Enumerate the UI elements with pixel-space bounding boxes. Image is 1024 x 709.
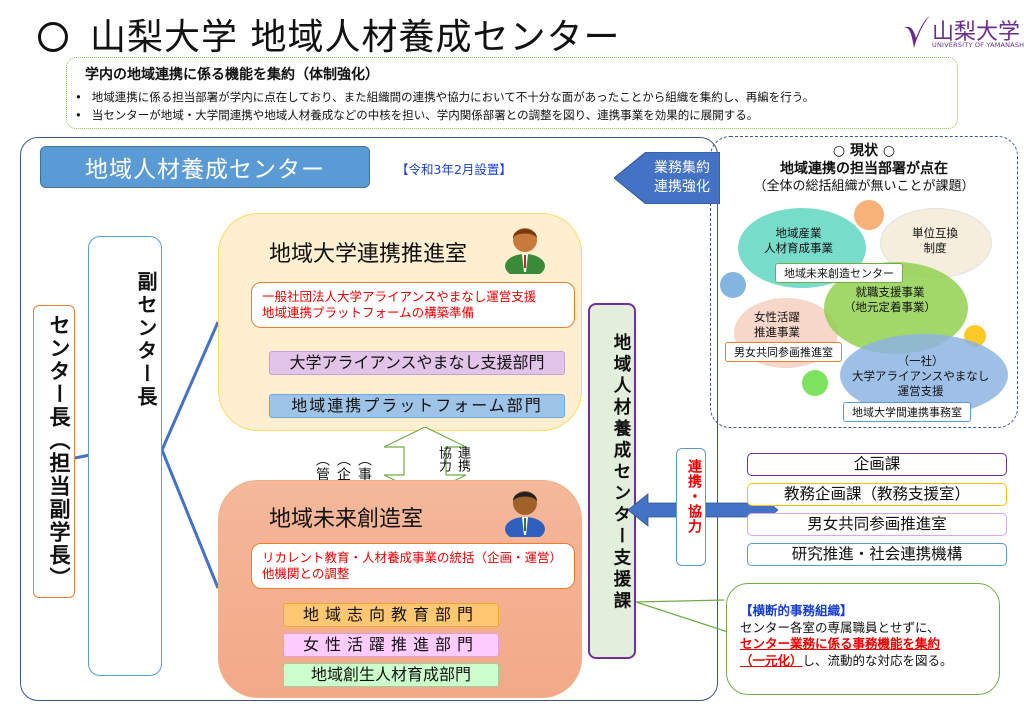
- summary-heading: 学内の地域連携に係る機能を集約（体制強化）: [85, 67, 379, 83]
- center-director-label: センター長（担当副学長）: [47, 314, 71, 590]
- established-date: 【令和3年2月設置】: [396, 162, 512, 177]
- callout-line: センター各室の専属職員とせずに、: [740, 619, 940, 635]
- partner-department: 男女共同参画推進室: [747, 513, 1007, 536]
- support-division-label: 地域人材養成センター支援課: [611, 333, 631, 613]
- status-tag: 男女共同参画推進室: [725, 342, 842, 362]
- status-tag: 地域未来創造センター: [775, 263, 903, 283]
- cooperation-label: 連携・協力: [686, 459, 702, 534]
- department-label: 大学アライアンスやまなし支援部門: [269, 351, 565, 375]
- partner-department: 企画課: [747, 453, 1007, 476]
- status-bubble-label: 就職支援事業（地元定着事業）: [844, 285, 936, 314]
- decorative-dot: [720, 272, 746, 298]
- department-label: 地域志向教育部門: [283, 603, 499, 627]
- status-bubble-label: （一社）大学アライアンスやまなし運営支援: [852, 354, 990, 398]
- room-duties: リカレント教育・人材養成事業の統括（企画・運営） 他機関との調整: [251, 543, 575, 589]
- center-title: 地域人材養成センター: [40, 146, 370, 188]
- callout-highlight: センター業務に係る事務機能を集約: [740, 636, 941, 651]
- cooperation-text: 連携 協力: [436, 446, 470, 472]
- department-label: 地域創生人材育成部門: [283, 663, 499, 687]
- logo-text: 山梨大学: [932, 20, 1021, 45]
- room-title: 地域未来創造室: [269, 507, 424, 532]
- up-down-arrow-icon: [384, 427, 466, 495]
- department-label: 女性活躍推進部門: [283, 633, 499, 657]
- logo-subtitle: UNIVERSITY OF YAMANASHI: [932, 41, 1024, 49]
- status-bubble-label: 単位互換制度: [912, 226, 958, 255]
- status-bubble-label: 女性活躍推進事業: [754, 310, 800, 339]
- circle-icon: [38, 22, 68, 52]
- summary-list: 地域連携に係る担当部署が学内に点在しており、また組織間の連携や協力において不十分…: [75, 88, 814, 124]
- status-heading: ○ 現状 ○: [832, 143, 896, 159]
- status-tag: 地域大学間連携事務室: [843, 402, 971, 422]
- status-subheading: 地域連携の担当部署が点在: [780, 161, 948, 177]
- decorative-dot: [854, 200, 884, 230]
- partner-department: 研究推進・社会連携機構: [747, 543, 1007, 566]
- page-title-text: 山梨大学 地域人材養成センター: [90, 17, 621, 58]
- callout-heading: 【横断的事務組織】: [740, 603, 853, 618]
- center-director-box: センター長（担当副学長）: [33, 305, 75, 598]
- current-status-panel: [710, 136, 1018, 428]
- consolidation-arrow: 業務集約 連携強化: [614, 152, 720, 204]
- vice-director-box: 副センター長: [88, 236, 162, 676]
- page-title: 山梨大学 地域人材養成センター: [38, 8, 620, 60]
- summary-bullet: 地域連携に係る担当部署が学内に点在しており、また組織間の連携や協力において不十分…: [75, 88, 814, 106]
- callout-text: 【横断的事務組織】 センター各室の専属職員とせずに、 センター業務に係る事務機能…: [740, 603, 953, 669]
- room-regional-future-creation: 地域未来創造室 リカレント教育・人材養成事業の統括（企画・運営） 他機関との調整…: [218, 480, 582, 698]
- vice-director-label: 副センター長: [134, 271, 158, 409]
- callout-box: [726, 583, 1000, 695]
- department-label: 地域連携プラットフォーム部門: [269, 394, 565, 418]
- status-header: ○ 現状 ○ 地域連携の担当部署が点在 （全体の総括組織が無いことが課題）: [710, 142, 1018, 196]
- summary-bullet: 当センターが地域・大学間連携や地域人材養成などの中核を担い、学内関係部署との調整…: [75, 106, 814, 124]
- support-division-box: 地域人材養成センター支援課: [588, 303, 636, 659]
- person-green-suit-icon: [505, 228, 545, 274]
- logo-mark-icon: [904, 16, 930, 48]
- arrow-left-icon: [614, 152, 720, 204]
- summary-box: 学内の地域連携に係る機能を集約（体制強化） 地域連携に係る担当部署が学内に点在し…: [66, 57, 958, 129]
- status-bubble-label: 地域産業人材育成事業: [764, 226, 833, 255]
- room-title: 地域大学連携推進室: [269, 242, 468, 267]
- status-note: （全体の総括組織が無いことが課題）: [753, 179, 975, 194]
- decorative-dot: [802, 370, 828, 396]
- consolidation-arrow-text: 業務集約 連携強化: [654, 160, 710, 195]
- partner-department: 教務企画課（教務支援室）: [747, 483, 1007, 506]
- person-blue-suit-icon: [505, 491, 545, 537]
- cooperation-label-box: 連携・協力: [676, 448, 706, 566]
- room-duties: 一般社団法人大学アライアンスやまなし運営支援 地域連携プラットフォームの構築準備: [251, 282, 575, 328]
- university-logo: 山梨大学 UNIVERSITY OF YAMANASHI: [902, 14, 1024, 54]
- room-regional-university-collaboration: 地域大学連携推進室 一般社団法人大学アライアンスやまなし運営支援 地域連携プラッ…: [218, 213, 582, 431]
- callout-line: （一元化）し、流動的な対応を図る。: [740, 652, 953, 668]
